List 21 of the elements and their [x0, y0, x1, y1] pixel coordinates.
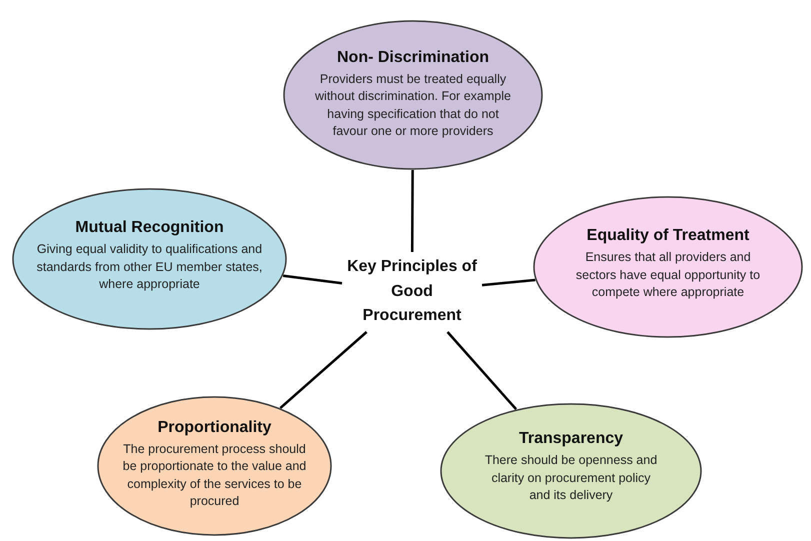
principle-description: Providers must be treated equally without discrimination. For example having specification that do not favour one or more providers [314, 70, 512, 140]
principle-title: Equality of Treatment [586, 226, 750, 246]
principle-title: Proportionality [158, 418, 272, 438]
principle-title: Transparency [518, 429, 624, 450]
principle-description: There should be openness and clarity on procurement policy and its delivery [484, 452, 658, 504]
principle-description: Ensures that all providers and sectors have equal opportunity to compete where appropriate [574, 249, 762, 302]
principle-ellipse [283, 20, 543, 170]
principle-ellipse [97, 396, 332, 536]
connector-line [410, 170, 414, 252]
connector-line [482, 278, 536, 286]
principle-title: Mutual Recognition [75, 218, 224, 238]
principle-ellipse [12, 188, 287, 330]
center-title: Key Principles of Good Procurement [346, 256, 478, 326]
connector-line [282, 274, 342, 284]
principle-description: Giving equal validity to qualifications and standards from other EU member states, where appropriate [36, 241, 264, 294]
principle-ellipse [533, 196, 803, 338]
principle-title: Non- Discrimination [336, 48, 489, 68]
connector-line [280, 331, 368, 409]
principle-description: The procurement process should be proportionate to the value and complexity of the services to be procured [122, 440, 308, 510]
principle-ellipse [440, 403, 702, 539]
connector-line [446, 331, 518, 410]
